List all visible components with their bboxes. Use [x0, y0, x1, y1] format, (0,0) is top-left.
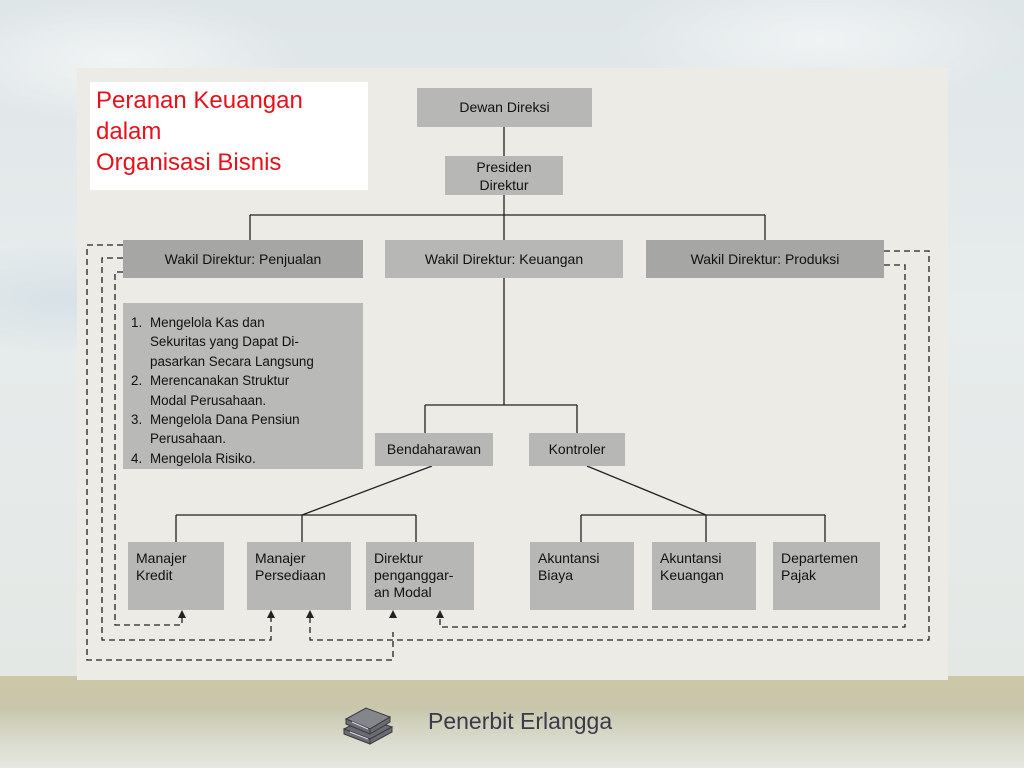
- node-vp-finance-label: Wakil Direktur: Keuangan: [424, 250, 584, 267]
- title-line-1: Peranan Keuangan: [96, 87, 303, 114]
- node-president-director: Presiden Direktur: [445, 156, 563, 195]
- node-president-line-2: Direktur: [479, 176, 529, 193]
- node-financial-accounting: Akuntansi Keuangan: [652, 542, 756, 610]
- node-tax-department: Departemen Pajak: [773, 542, 880, 610]
- node-vp-sales: Wakil Direktur: Penjualan: [123, 240, 363, 278]
- node-capital-budget-director: Direktur penganggar- an Modal: [366, 542, 474, 610]
- node-board-label: Dewan Direksi: [459, 99, 550, 115]
- node-treasurer: Bendaharawan: [375, 433, 493, 466]
- node-vp-production-label: Wakil Direktur: Produksi: [690, 250, 840, 267]
- title-line-2: dalam: [96, 118, 162, 145]
- node-controller: Kontroler: [529, 433, 625, 466]
- node-treasurer-label: Bendaharawan: [386, 441, 482, 457]
- node-inventory-manager: Manajer Persediaan: [247, 542, 351, 610]
- node-credit-manager: Manajer Kredit: [128, 542, 224, 610]
- node-vp-sales-label: Wakil Direktur: Penjualan: [164, 250, 322, 267]
- node-cost-accounting: Akuntansi Biaya: [530, 542, 634, 610]
- duty-item: 4. Mengelola Risiko.: [131, 450, 256, 466]
- slide-title: Peranan Keuangan dalam Organisasi Bisnis: [90, 82, 368, 190]
- node-vp-finance: Wakil Direktur: Keuangan: [385, 240, 623, 278]
- title-line-3: Organisasi Bisnis: [96, 149, 282, 176]
- node-board-of-directors: Dewan Direksi: [417, 88, 592, 127]
- node-president-line-1: Presiden: [476, 158, 532, 175]
- background-ground: [0, 676, 1024, 768]
- publisher-name: Penerbit Erlangga: [428, 708, 613, 734]
- node-vp-production: Wakil Direktur: Produksi: [646, 240, 884, 278]
- stacked-books-icon: [342, 707, 394, 745]
- node-controller-label: Kontroler: [548, 441, 606, 457]
